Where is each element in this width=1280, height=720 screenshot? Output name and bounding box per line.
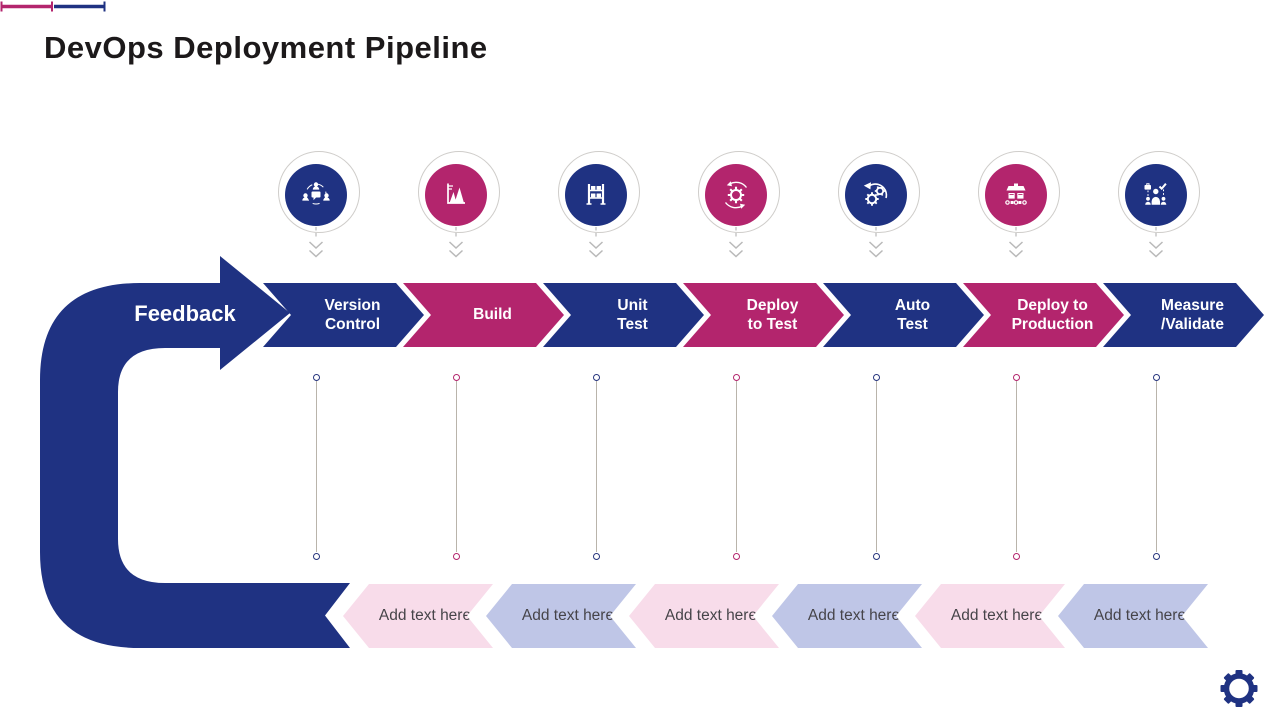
stage-icon-circle — [425, 164, 487, 226]
measure-people-icon — [1144, 183, 1167, 205]
text-placeholder[interactable]: Add text here — [343, 584, 493, 648]
icon-ring — [418, 151, 500, 233]
text-placeholder[interactable]: Add text here — [915, 584, 1065, 648]
placeholder-label: Add text here — [1093, 607, 1187, 624]
connector-line — [736, 381, 737, 552]
down-arrow-icon — [868, 227, 884, 258]
down-arrow-icon — [1148, 227, 1164, 258]
connector-dot — [872, 374, 880, 381]
down-arrow-icon — [308, 227, 324, 258]
deploy-gear-icon — [724, 181, 748, 209]
stage-chevron-build: Build — [403, 283, 564, 347]
page-title: DevOps Deployment Pipeline — [44, 30, 488, 65]
connector-line — [596, 381, 597, 552]
auto-gears-icon — [863, 182, 888, 206]
feedback-loop-arrow — [40, 256, 350, 648]
down-arrow-icon — [588, 227, 604, 258]
team-network-icon — [302, 182, 330, 205]
text-placeholder[interactable]: Add text here — [629, 584, 779, 648]
stage-label: Build — [473, 306, 512, 324]
feedback-label: Feedback — [134, 301, 236, 326]
down-arrow-icon — [1008, 227, 1024, 258]
stage-icon-circle — [565, 164, 627, 226]
connector-dot — [452, 374, 460, 381]
connector-dot — [1012, 553, 1020, 560]
placeholder-label: Add text here — [807, 607, 901, 624]
connector-line — [456, 381, 457, 552]
text-placeholder[interactable]: Add text here — [486, 584, 636, 648]
stage-icon-circle — [285, 164, 347, 226]
stage-chevron-deploy-to-test: Deploy to Test — [683, 283, 844, 347]
connector-dot — [732, 553, 740, 560]
stage-icon-circle — [985, 164, 1047, 226]
icon-ring — [978, 151, 1060, 233]
connector-line — [1156, 381, 1157, 552]
placeholder-label: Add text here — [950, 607, 1044, 624]
down-arrow-icon — [448, 227, 464, 258]
connector-dot — [1152, 374, 1160, 381]
stage-chevron-unit-test: Unit Test — [543, 283, 704, 347]
down-arrow-icon — [728, 227, 744, 258]
connector-line — [316, 381, 317, 552]
placeholder-label: Add text here — [378, 607, 472, 624]
stage-label: Deploy to Test — [746, 296, 799, 333]
connector-dot — [872, 553, 880, 560]
connector-dot — [592, 374, 600, 381]
production-machine-icon — [1005, 183, 1027, 205]
connector-dot — [452, 553, 460, 560]
stage-icon-circle — [845, 164, 907, 226]
connector-dot — [732, 374, 740, 381]
stage-chevron-measure-validate: Measure /Validate — [1103, 283, 1264, 347]
icon-ring — [278, 151, 360, 233]
connector-dot — [592, 553, 600, 560]
test-rack-icon — [586, 184, 606, 205]
connector-dot — [312, 374, 320, 381]
stage-label: Auto Test — [894, 296, 931, 333]
gear-icon — [1220, 670, 1258, 707]
stage-label: Deploy to Production — [1011, 296, 1094, 333]
icon-ring — [698, 151, 780, 233]
text-placeholder[interactable]: Add text here — [1058, 584, 1208, 648]
text-placeholder[interactable]: Add text here — [772, 584, 922, 648]
stage-label: Unit Test — [617, 296, 648, 333]
stage-chevron-auto-test: Auto Test — [823, 283, 984, 347]
build-chart-icon — [447, 183, 465, 204]
connector-line — [876, 381, 877, 552]
placeholder-label: Add text here — [664, 607, 758, 624]
placeholder-label: Add text here — [521, 607, 615, 624]
stage-label: Measure /Validate — [1161, 296, 1224, 333]
stage-chevron-deploy-to-production: Deploy to Production — [963, 283, 1124, 347]
icon-ring — [838, 151, 920, 233]
icon-ring — [1118, 151, 1200, 233]
connector-line — [1016, 381, 1017, 552]
stage-icon-circle — [1125, 164, 1187, 226]
stage-label: Version Control — [324, 296, 381, 333]
connector-dot — [312, 553, 320, 560]
icon-ring — [558, 151, 640, 233]
accent-bars — [0, 1, 106, 12]
stage-icon-circle — [705, 164, 767, 226]
connector-dot — [1012, 374, 1020, 381]
connector-dot — [1152, 553, 1160, 560]
